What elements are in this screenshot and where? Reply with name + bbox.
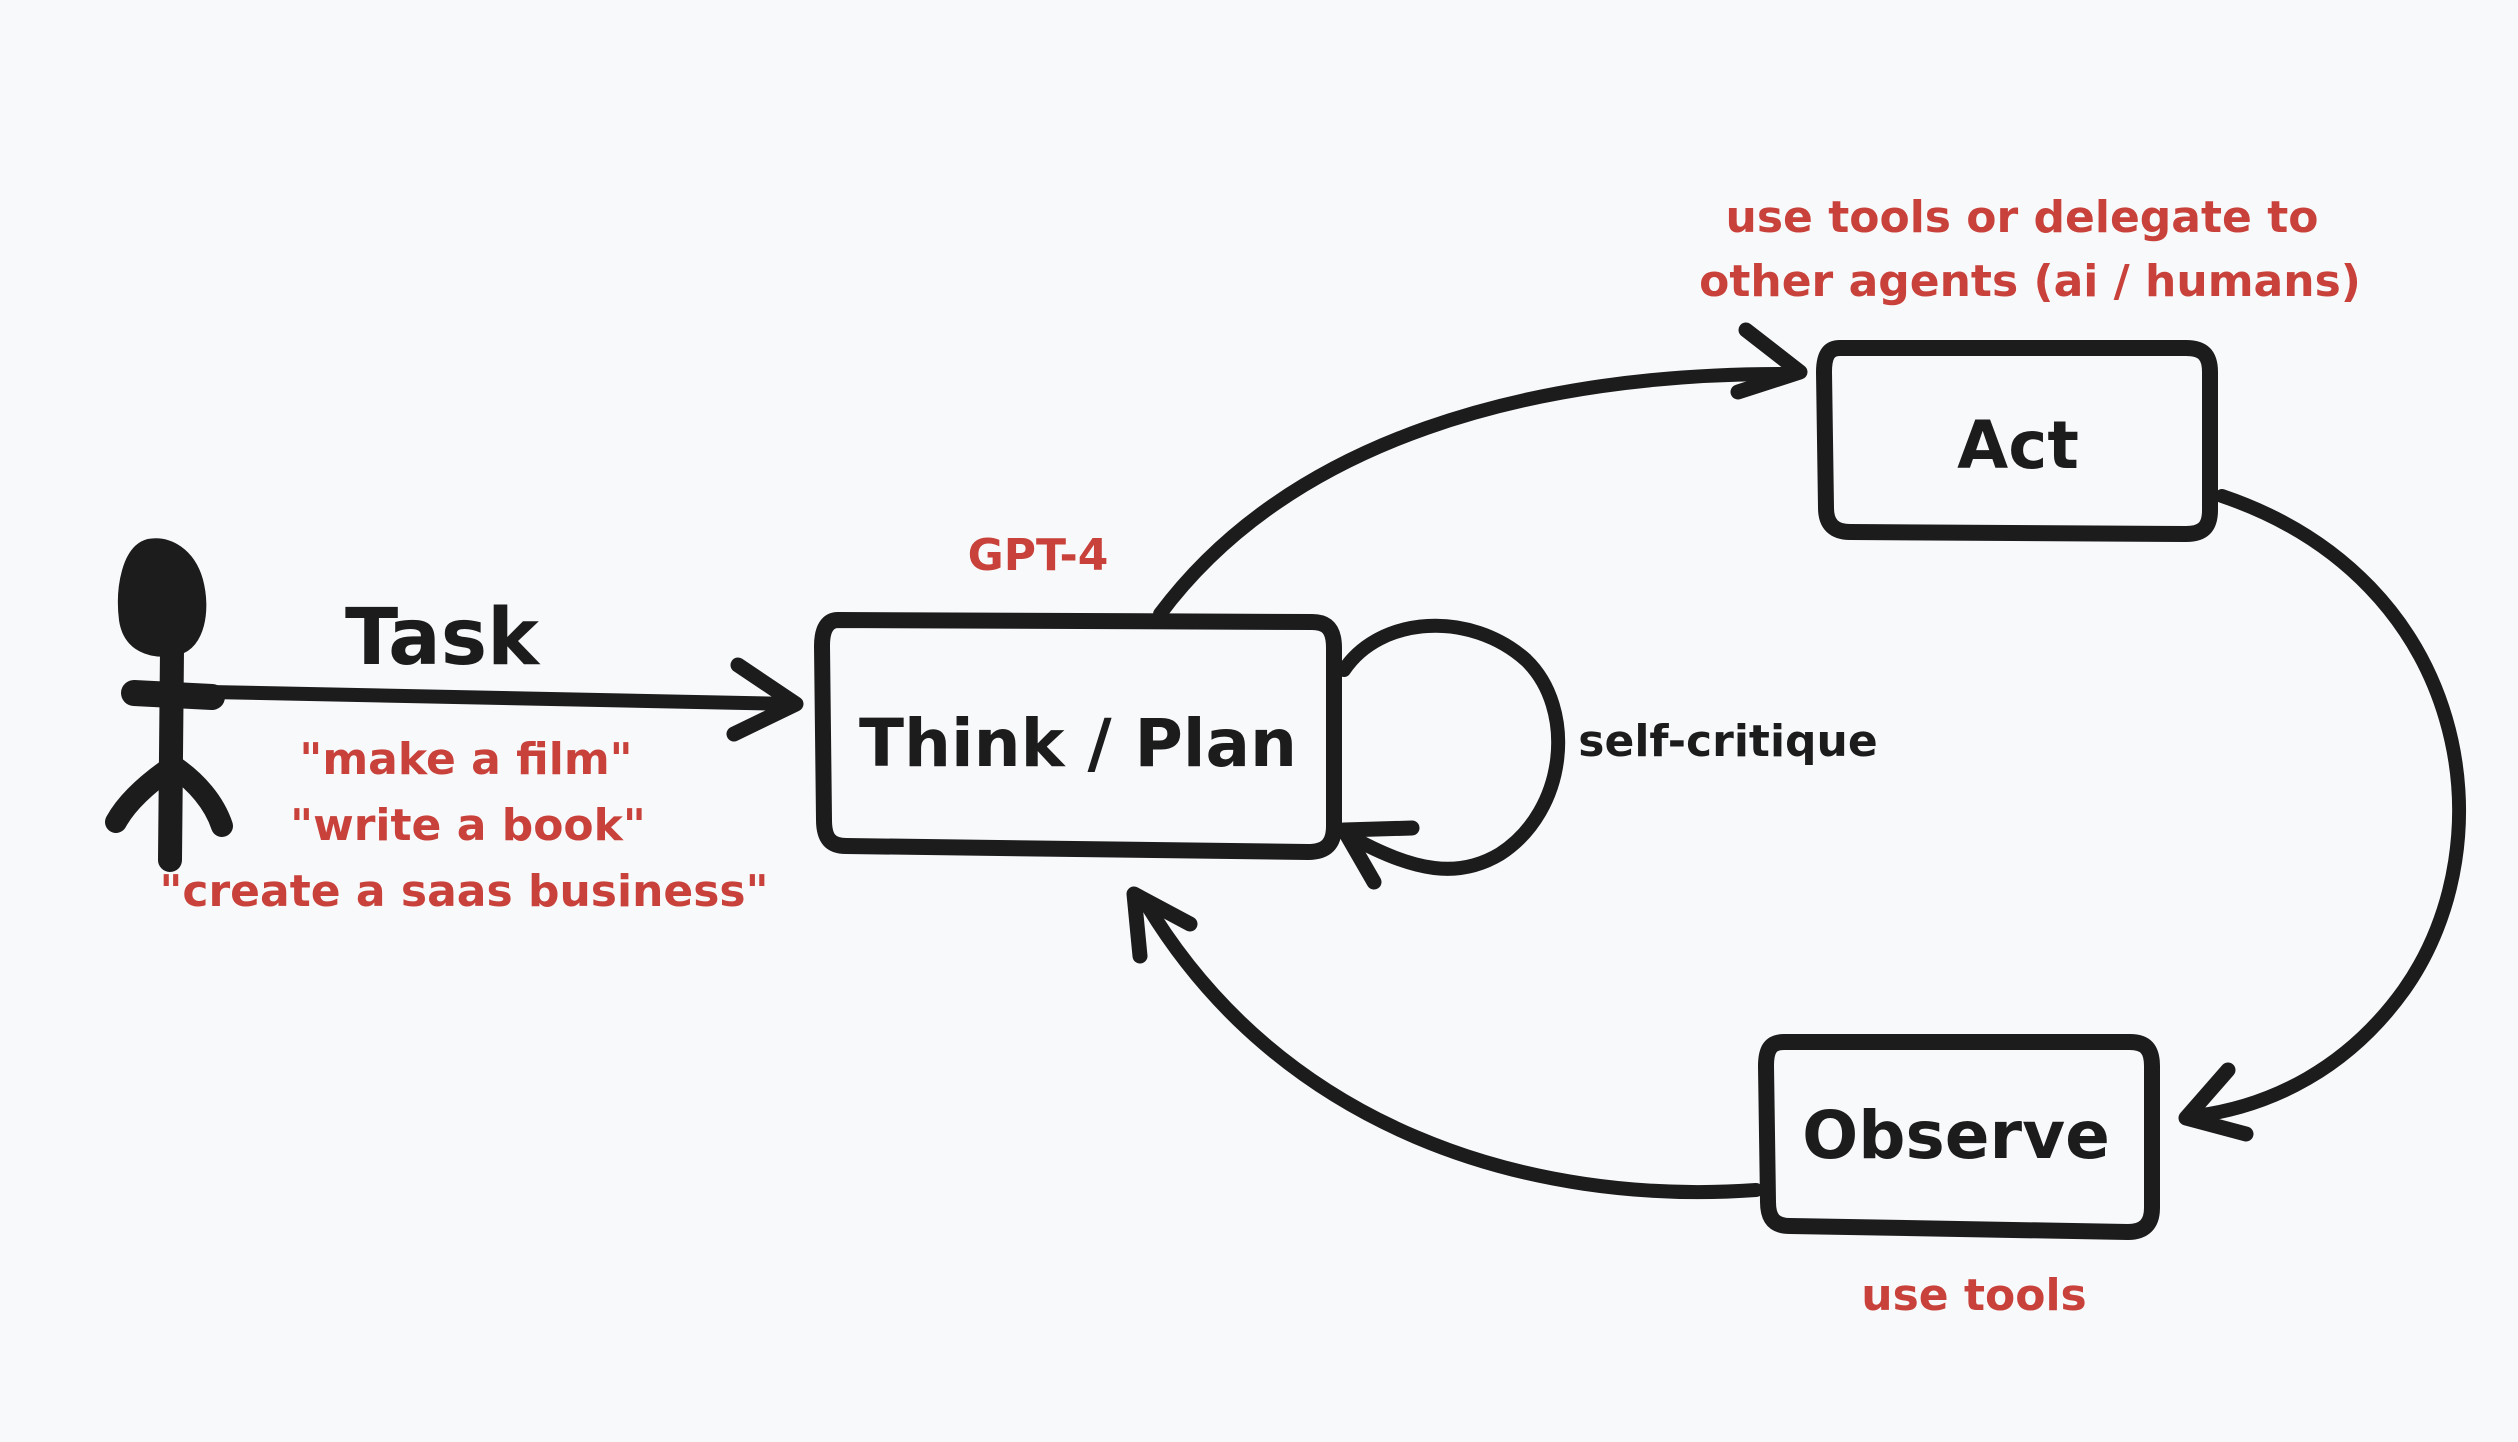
task-example-saas: "create a saas business" (159, 866, 769, 917)
observe-label: Observe (1802, 1097, 2110, 1174)
task-arrow (203, 657, 804, 742)
observe-note: use tools (1861, 1270, 2087, 1321)
task-example-film: "make a film" (299, 734, 633, 785)
stick-figure-icon (105, 538, 233, 872)
act-box (1816, 340, 2218, 542)
act-label: Act (1957, 407, 2079, 484)
think-plan-label: Think / Plan (858, 705, 1298, 782)
plan-to-act-arrow (1153, 322, 1808, 621)
task-example-book: "write a book" (290, 800, 646, 851)
model-label: GPT-4 (967, 530, 1109, 581)
self-critique-loop-arrow (1336, 618, 1566, 890)
observe-to-plan-arrow (1126, 886, 1763, 1199)
act-to-observe-arrow (2178, 489, 2467, 1142)
task-label: Task (344, 593, 540, 683)
observe-box (1758, 1034, 2160, 1240)
act-note-line2: other agents (ai / humans) (1699, 256, 2361, 307)
self-critique-label: self-critique (1578, 716, 1878, 767)
think-plan-box (814, 612, 1342, 860)
act-note-line1: use tools or delegate to (1725, 192, 2319, 243)
